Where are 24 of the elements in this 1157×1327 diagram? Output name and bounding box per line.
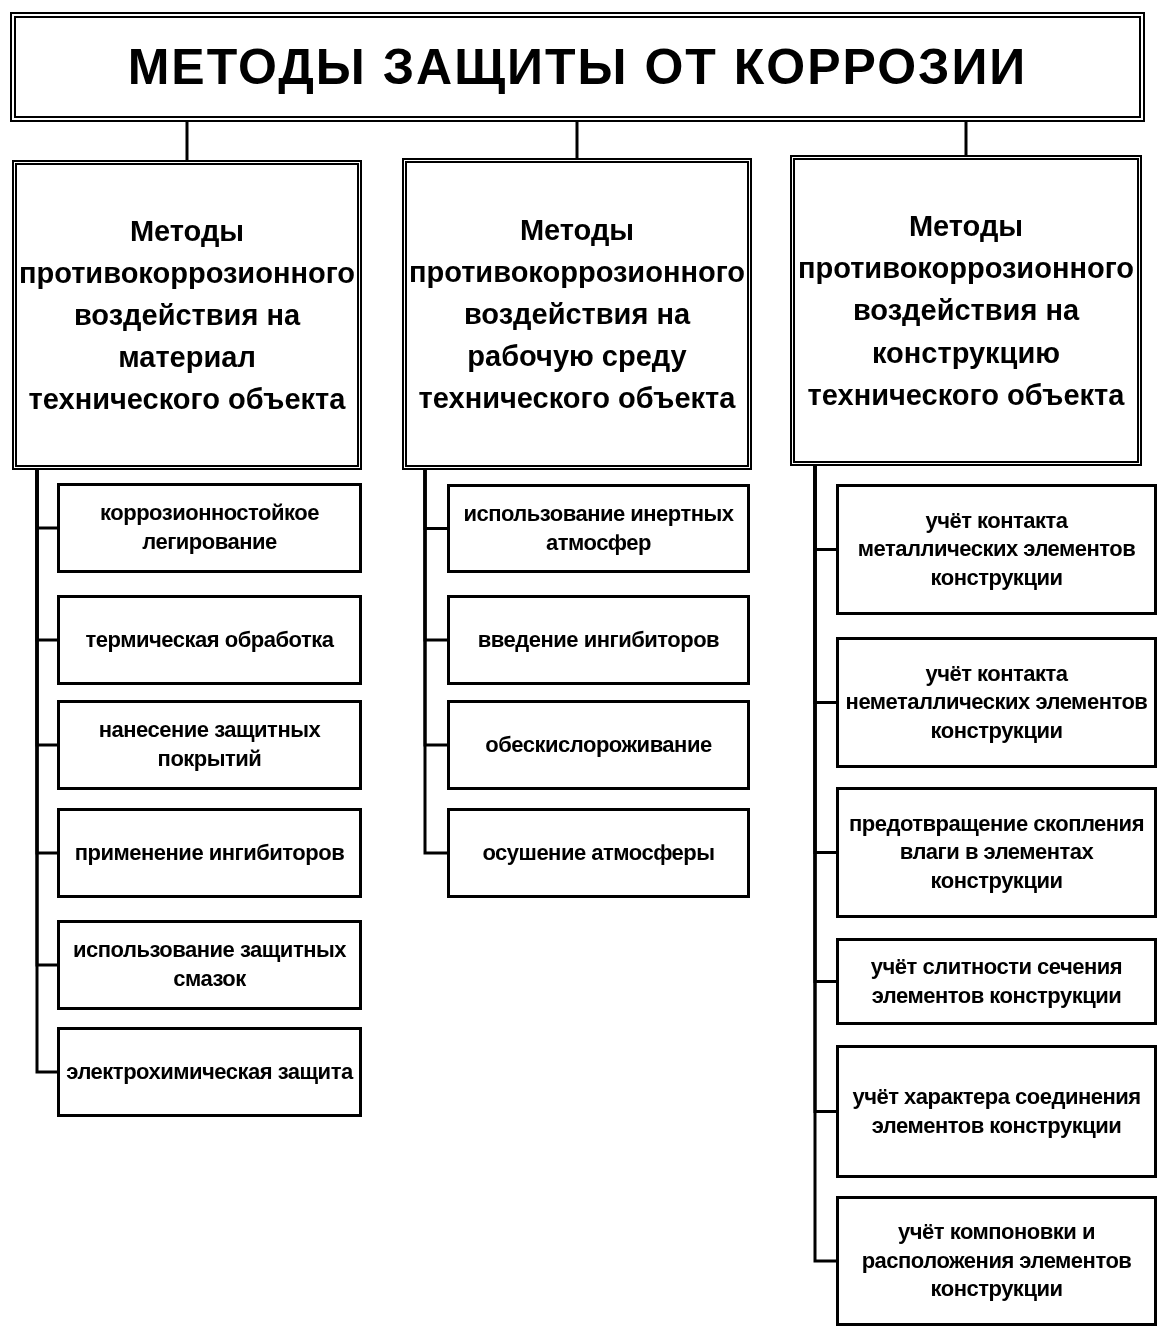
connector-line (185, 122, 189, 160)
method-box: учёт компоновки и расположения элементов конструкции (836, 1196, 1157, 1326)
method-box: учёт контакта металлических элементов конструкции (836, 484, 1157, 615)
category-box: Методы противокоррозионного воздействия на рабочую среду технического объекта (402, 158, 752, 470)
method-box: введение ингибиторов (447, 595, 750, 685)
connector-line (575, 122, 579, 158)
method-box: учёт характера соединения элементов конструкции (836, 1045, 1157, 1178)
method-box: использование защитных смазок (57, 920, 362, 1010)
method-box: обескислороживание (447, 700, 750, 790)
method-box: осушение атмосферы (447, 808, 750, 898)
method-box: учёт слитности сечения элементов конструкции (836, 938, 1157, 1025)
method-box: нанесение защитных покрытий (57, 700, 362, 790)
method-box: предотвращение скопления влаги в элементах конструкции (836, 787, 1157, 918)
category-box: Методы противокоррозионного воздействия на конструкцию технического объекта (790, 155, 1142, 466)
connector-line (423, 470, 447, 855)
method-box: использование инертных атмосфер (447, 484, 750, 573)
method-box: учёт контакта неметаллических элементов конструкции (836, 637, 1157, 768)
method-box: применение ингибиторов (57, 808, 362, 898)
category-box: Методы противокоррозионного воздействия на материал технического объекта (12, 160, 362, 470)
method-box: электрохимическая защита (57, 1027, 362, 1117)
title-box: МЕТОДЫ ЗАЩИТЫ ОТ КОРРОЗИИ (10, 12, 1145, 122)
method-box: термическая обработка (57, 595, 362, 685)
connector-line (964, 122, 968, 155)
method-box: коррозионностойкое легирование (57, 483, 362, 573)
